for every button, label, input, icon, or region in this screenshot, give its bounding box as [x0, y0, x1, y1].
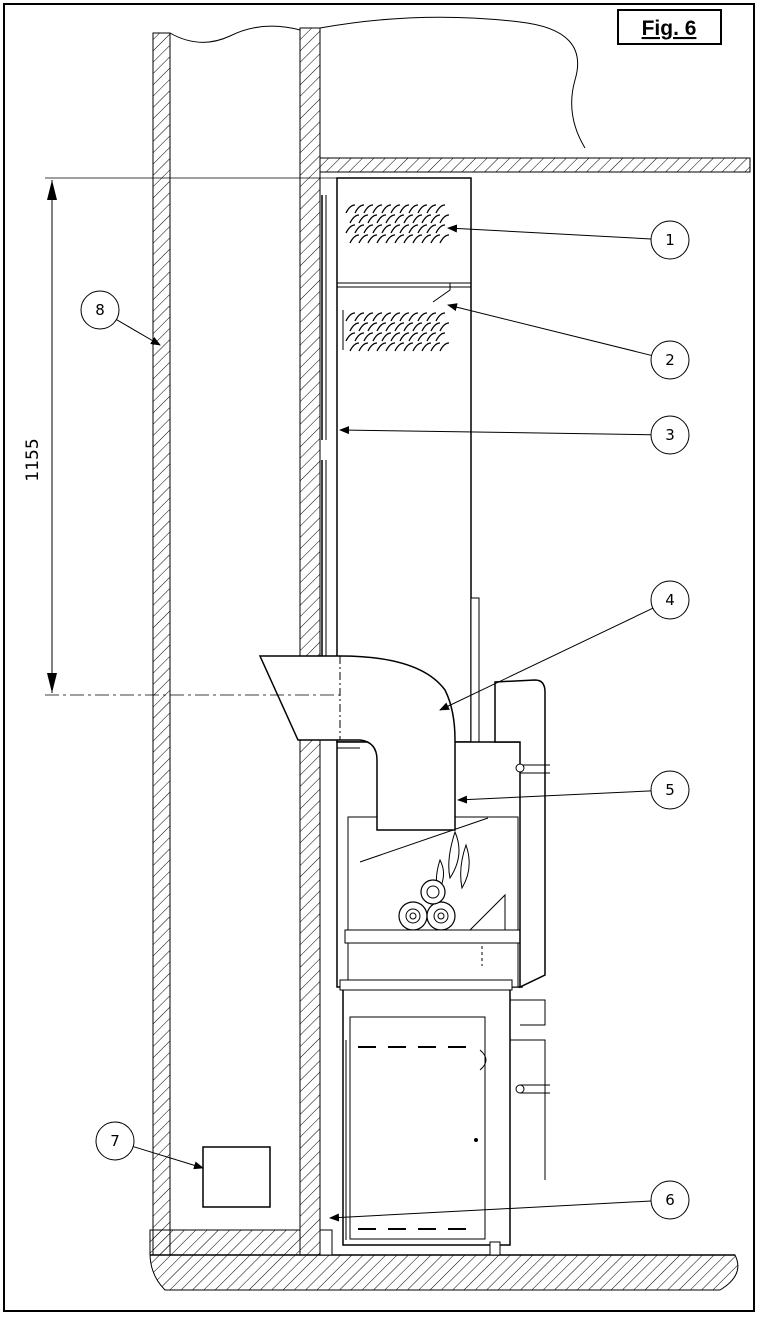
- callout-circle: [80, 290, 120, 330]
- callout-number: 2: [665, 351, 675, 369]
- base-cabinet: [319, 979, 550, 1256]
- leader-line: [133, 1146, 204, 1170]
- figure-title: Fig. 6: [642, 17, 697, 40]
- callout-number: 1: [665, 231, 675, 249]
- leader-line: [329, 1200, 652, 1222]
- callout-number: 5: [665, 781, 675, 799]
- stove-front-panel: [494, 679, 550, 989]
- smoke-pipe-elbow: [258, 655, 456, 831]
- callout-2: 2: [447, 303, 690, 380]
- inner-wall: [299, 27, 321, 1256]
- deflector-plate: [342, 283, 451, 350]
- break-line-left: [169, 25, 301, 43]
- dimension-1155: 1155: [23, 177, 340, 696]
- callout-number: 6: [665, 1191, 675, 1209]
- callout-number: 3: [665, 426, 675, 444]
- figure-title-box: Fig. 6: [617, 9, 722, 45]
- chimney-hood: [321, 177, 480, 743]
- callout-1: 1: [447, 220, 690, 260]
- callout-circle: [650, 220, 690, 260]
- callout-number: 8: [95, 301, 105, 319]
- leader-line: [447, 303, 652, 356]
- callout-group: 1 2 3 4 5 6 7 8: [80, 220, 690, 1222]
- callout-circle: [95, 1121, 135, 1161]
- callout-number: 4: [665, 591, 675, 609]
- callout-6: 6: [329, 1180, 690, 1222]
- leader-line: [447, 224, 652, 240]
- callout-circle: [650, 340, 690, 380]
- air-grille-top: [345, 204, 450, 244]
- dimension-value: 1155: [23, 438, 43, 481]
- callout-4: 4: [439, 580, 690, 711]
- leader-line: [457, 790, 652, 804]
- ceiling-hatched: [319, 157, 751, 173]
- leader-line: [339, 426, 652, 436]
- leader-line: [439, 607, 654, 711]
- break-line-right: [319, 16, 586, 149]
- air-inlet-box: [202, 1146, 271, 1208]
- callout-number: 7: [110, 1132, 120, 1150]
- callout-8: 8: [80, 290, 161, 346]
- callout-circle: [650, 1180, 690, 1220]
- floor-hatched: [149, 1229, 739, 1291]
- air-grille-bottom: [345, 312, 450, 352]
- callout-7: 7: [95, 1121, 204, 1170]
- callout-circle: [650, 580, 690, 620]
- outer-wall: [152, 32, 171, 1256]
- callout-circle: [650, 770, 690, 810]
- leader-line: [116, 319, 161, 346]
- callout-circle: [650, 415, 690, 455]
- drawing-border: [3, 3, 755, 1312]
- callout-5: 5: [457, 770, 690, 810]
- callout-3: 3: [339, 415, 690, 455]
